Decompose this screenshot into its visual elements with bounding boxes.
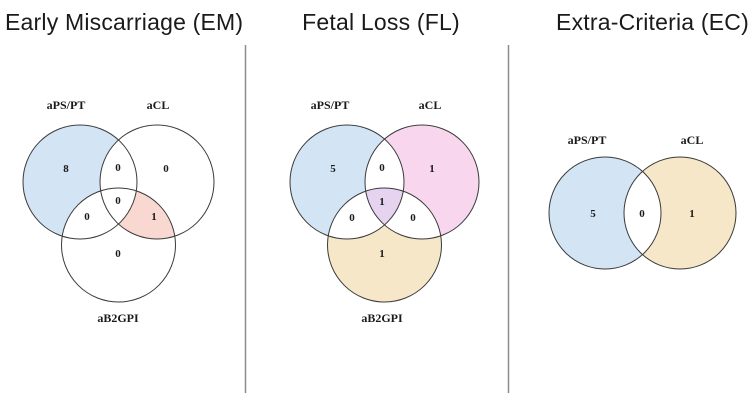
venn-fl-label-apspt: aPS/PT <box>311 98 350 112</box>
venn-fl-value-ab2gpi-only: 1 <box>379 248 385 260</box>
venn-em-label-ab2gpi: aB2GPI <box>97 311 139 325</box>
venn-ec-value-apspt-acl: 0 <box>639 208 645 220</box>
venn-fl-circle-apspt <box>289 124 405 240</box>
venn-em-value-ab2gpi-only: 0 <box>115 248 121 260</box>
venn-ec-label-apspt: aPS/PT <box>568 133 607 147</box>
venn-fl-value-apspt-only: 5 <box>330 163 336 175</box>
venn-em: aPS/PT aCL aB2GPI 8 0 0 0 0 1 0 <box>22 98 215 325</box>
venn-fl-value-apspt-acl: 0 <box>379 162 385 174</box>
venn-fl-value-acl-ab2gpi: 0 <box>410 212 416 224</box>
venn-fl: aPS/PT aCL aB2GPI 5 0 1 1 0 0 1 <box>289 98 480 325</box>
venn-em-value-apspt-acl: 0 <box>115 162 121 174</box>
venn-em-value-apspt-only: 8 <box>63 163 69 175</box>
venn-em-label-apspt: aPS/PT <box>47 98 86 112</box>
venn-fl-circle-acl <box>364 124 480 240</box>
venn-em-value-apspt-ab2gpi: 0 <box>84 211 90 223</box>
venn-fl-value-all-three: 1 <box>379 196 385 208</box>
venn-em-value-acl-only: 0 <box>163 163 169 175</box>
venn-ec-value-apspt-only: 5 <box>590 208 596 220</box>
panel-title-early-miscarriage: Early Miscarriage (EM) <box>5 9 244 35</box>
venn-em-value-acl-ab2gpi: 1 <box>151 211 157 223</box>
venn-ec-circle-apspt <box>548 156 662 270</box>
venn-ec: aPS/PT aCL 5 0 1 <box>548 133 737 270</box>
venn-em-value-all-three: 0 <box>115 195 121 207</box>
venn-fl-value-acl-only: 1 <box>429 163 435 175</box>
venn-fl-region-all-three <box>365 188 404 239</box>
venn-ec-value-acl-only: 1 <box>689 208 695 220</box>
venn-ec-label-acl: aCL <box>681 133 704 147</box>
venn-fl-value-apspt-ab2gpi: 0 <box>349 212 355 224</box>
panel-title-fetal-loss: Fetal Loss (FL) <box>302 9 460 35</box>
panel-title-extra-criteria: Extra-Criteria (EC) <box>556 9 749 35</box>
venn-em-circle-acl <box>99 124 215 240</box>
venn-fl-label-ab2gpi: aB2GPI <box>361 311 403 325</box>
venn-ec-region-acl-only <box>624 157 736 269</box>
venn-em-region-acl-ab2gpi <box>100 188 176 239</box>
venn-fl-label-acl: aCL <box>419 98 442 112</box>
venn-fl-region-ab2gpi-only <box>327 188 442 302</box>
venn-ec-circle-acl <box>623 156 737 270</box>
venn-em-circle-ab2gpi <box>61 187 176 303</box>
venn-em-circle-apspt <box>22 124 138 240</box>
venn-em-label-acl: aCL <box>147 98 170 112</box>
venn-fl-circle-ab2gpi <box>327 187 442 303</box>
